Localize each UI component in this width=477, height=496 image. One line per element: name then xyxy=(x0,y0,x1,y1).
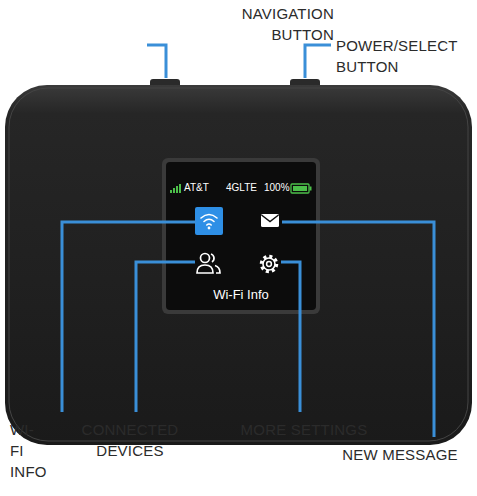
message-icon xyxy=(261,214,279,227)
devices-icon xyxy=(197,254,220,274)
wifi-icon xyxy=(195,207,223,235)
devices-leader xyxy=(136,262,195,412)
callout-label: MORE SETTINGS xyxy=(241,419,368,440)
callout-label: WI-FI INFO xyxy=(10,419,47,482)
carrier-text: AT&T xyxy=(184,182,209,193)
power-leader xyxy=(305,45,331,78)
network-text: 4GLTE xyxy=(226,182,257,193)
callout-label: CONNECTED DEVICES xyxy=(82,419,179,461)
message-leader xyxy=(282,222,434,437)
leader-lines xyxy=(62,45,434,437)
navigation-leader xyxy=(147,45,166,78)
screen xyxy=(166,162,316,310)
wifi-leader xyxy=(62,222,196,412)
device-edge xyxy=(9,88,468,441)
settings-icon xyxy=(262,257,277,272)
callout-label: NEW MESSAGE xyxy=(342,444,458,465)
screen-caption: Wi-Fi Info xyxy=(213,287,269,302)
device-body xyxy=(5,85,472,445)
battery-icon xyxy=(291,184,312,193)
battery-text: 100% xyxy=(264,182,290,193)
callout-label: POWER/SELECT BUTTON xyxy=(336,35,457,77)
callout-label: NAVIGATION BUTTON xyxy=(242,3,334,45)
signal-bars xyxy=(170,184,181,193)
settings-leader xyxy=(281,262,300,412)
screen-bezel xyxy=(162,158,320,314)
